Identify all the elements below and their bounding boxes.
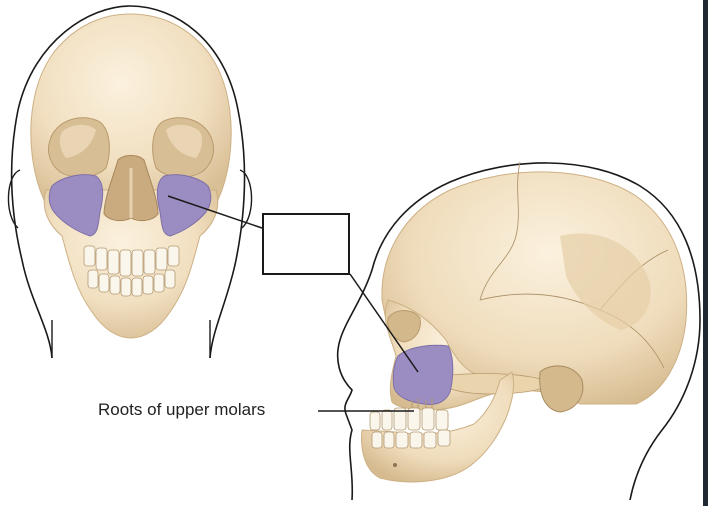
frontal-upper-teeth: [83, 245, 180, 277]
leader-lines: [167, 195, 419, 412]
lateral-head-outline: [336, 162, 701, 501]
right-ear: [239, 169, 253, 229]
leader-lateral-sinus: [349, 273, 419, 373]
frontal-head-outline: [10, 5, 246, 359]
mental-foramen: [393, 463, 397, 467]
lateral-lower-teeth: [371, 429, 451, 449]
frontal-skull-view: [7, 5, 253, 359]
maxillary-sinus-lateral: [392, 344, 454, 405]
leader-frontal-sinus: [167, 195, 263, 229]
lateral-skull-view: [336, 161, 701, 501]
coronal-suture: [479, 161, 521, 301]
frontal-lower-teeth: [87, 269, 176, 297]
right-orbit-inner: [166, 124, 203, 158]
left-orbit-inner: [59, 124, 96, 158]
frame-edge: [703, 0, 708, 506]
lateral-upper-teeth: [369, 407, 449, 431]
temporal-fossa: [560, 233, 651, 330]
external-acoustic-meatus: [539, 365, 584, 413]
label-roots-of-upper-molars: Roots of upper molars: [98, 400, 266, 419]
left-ear: [7, 169, 21, 229]
zygomatic-arch: [439, 373, 553, 395]
maxillary-sinus-left: [48, 174, 104, 237]
molar-roots: [411, 398, 433, 408]
blank-callout-box: [262, 213, 350, 275]
lateral-mandible: [361, 371, 515, 483]
